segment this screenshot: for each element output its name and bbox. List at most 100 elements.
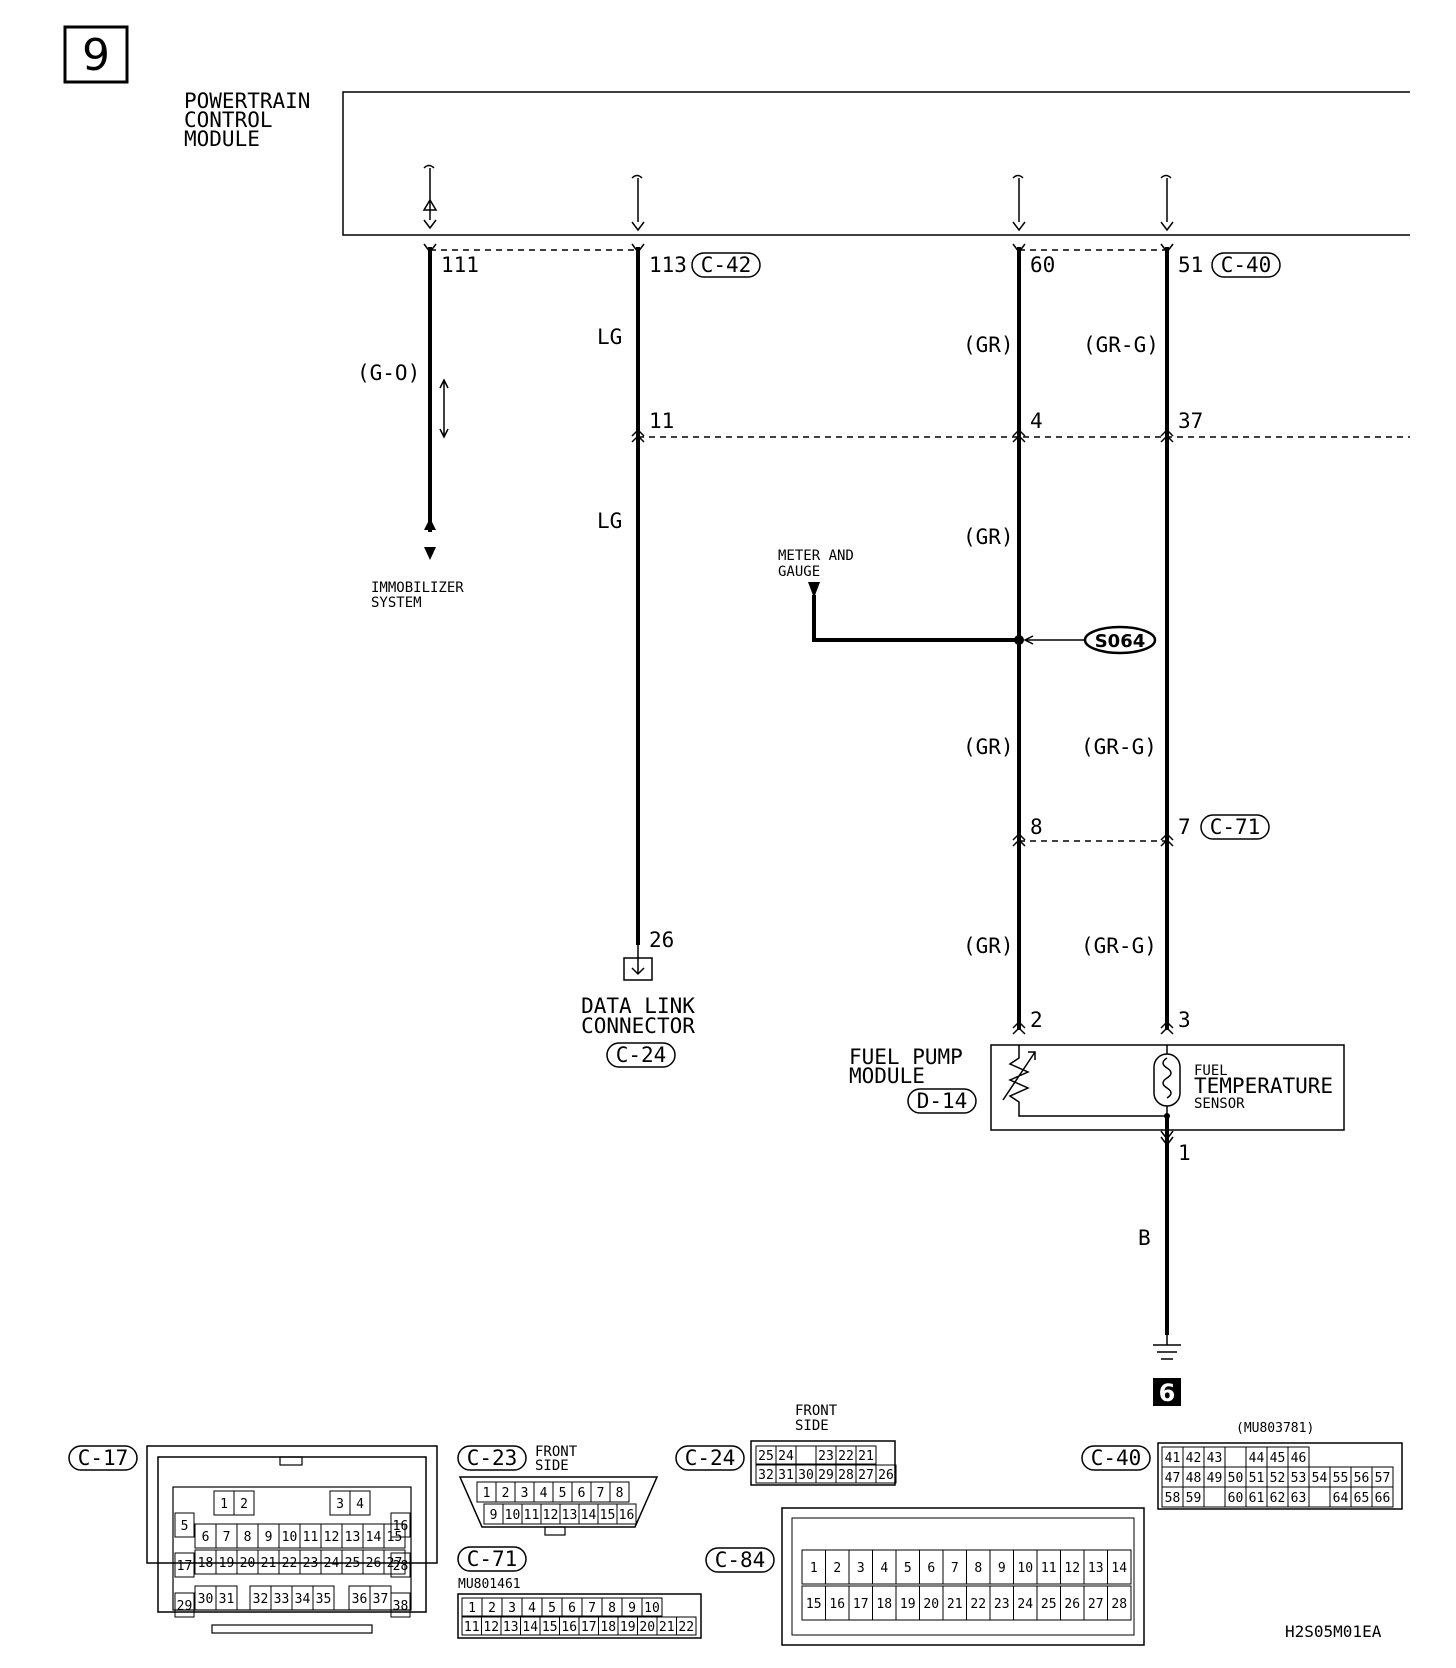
footer-code: H2S05M01EA xyxy=(1285,1622,1382,1641)
c17-pin-18: 18 xyxy=(198,1556,214,1571)
c17-cell xyxy=(390,1592,411,1618)
c84-pin-1: 1 xyxy=(810,1561,818,1576)
ground-number: 6 xyxy=(1159,1379,1176,1407)
c17-cell xyxy=(233,1490,255,1516)
c17-pin-32: 32 xyxy=(253,1592,269,1607)
c24-connector-face xyxy=(750,1440,896,1486)
wire-color-lg-bottom: LG xyxy=(597,509,622,533)
c17-pin-5: 5 xyxy=(181,1519,189,1534)
c17-pin-19: 19 xyxy=(219,1556,235,1571)
c17-pin-13: 13 xyxy=(345,1530,361,1545)
c84-pin-12: 12 xyxy=(1064,1561,1080,1576)
c40-pin-45: 45 xyxy=(1270,1451,1286,1466)
c23-front-side-1: FRONT xyxy=(535,1444,578,1460)
c40-pin-64: 64 xyxy=(1333,1491,1349,1506)
c24-pin-28: 28 xyxy=(838,1468,854,1483)
c24-pin-27: 27 xyxy=(858,1468,874,1483)
c17-pin-23: 23 xyxy=(303,1556,319,1571)
pin-11: 11 xyxy=(649,409,674,433)
c84-label: C-84 xyxy=(715,1548,766,1572)
c24-front-side-1: FRONT xyxy=(795,1403,838,1419)
module-title-line3: MODULE xyxy=(184,127,260,151)
c17-pin-36: 36 xyxy=(352,1592,368,1607)
wire-color-b: B xyxy=(1138,1226,1151,1250)
c17-pin-37: 37 xyxy=(373,1592,389,1607)
c40-pin-58: 58 xyxy=(1165,1491,1181,1506)
c71-pin-7: 7 xyxy=(588,1601,596,1616)
c84-cell xyxy=(1107,1585,1132,1621)
wire-color-gr-4: (GR) xyxy=(963,934,1014,958)
c24-pin-25: 25 xyxy=(758,1449,774,1464)
pin-51: 51 xyxy=(1178,253,1203,277)
dlc-label-2: CONNECTOR xyxy=(581,1014,695,1038)
immobilizer-label-2: SYSTEM xyxy=(371,595,422,611)
c71-pin-8: 8 xyxy=(608,1601,616,1616)
c40-pin-61: 61 xyxy=(1249,1491,1265,1506)
c40-cell xyxy=(1203,1486,1226,1508)
c17-pin-12: 12 xyxy=(324,1530,340,1545)
c84-pin-24: 24 xyxy=(1017,1597,1033,1612)
c40-small-label: C-40 xyxy=(1091,1446,1142,1470)
c71-cell xyxy=(641,1597,663,1617)
c17-pin-9: 9 xyxy=(265,1530,273,1545)
c17-pin-20: 20 xyxy=(240,1556,256,1571)
c40-pin-44: 44 xyxy=(1249,1451,1265,1466)
c23-cell xyxy=(609,1481,630,1503)
c17-pin-8: 8 xyxy=(244,1530,252,1545)
dlc-label-1: DATA LINK xyxy=(581,994,695,1018)
c24-small-label: C-24 xyxy=(685,1446,736,1470)
c71-pin-2: 2 xyxy=(488,1601,496,1616)
pin-3: 3 xyxy=(1178,1008,1191,1032)
immobilizer-label-1: IMMOBILIZER xyxy=(371,580,464,596)
c84-pin-25: 25 xyxy=(1041,1597,1057,1612)
c71-connector-face xyxy=(457,1593,702,1639)
c84-pin-15: 15 xyxy=(806,1597,822,1612)
c17-pin-38: 38 xyxy=(393,1599,409,1614)
c40-pin-55: 55 xyxy=(1333,1471,1349,1486)
c40-cell xyxy=(1224,1446,1247,1468)
c40-pin-46: 46 xyxy=(1291,1451,1307,1466)
c40-pin-53: 53 xyxy=(1291,1471,1307,1486)
wire-color-g-o: (G-O) xyxy=(357,361,420,385)
c24-pin-29: 29 xyxy=(818,1468,834,1483)
c23-pin-2: 2 xyxy=(502,1486,510,1501)
c24-pin-26: 26 xyxy=(878,1468,894,1483)
pin-113: 113 xyxy=(649,253,687,277)
c17-cell xyxy=(383,1549,406,1575)
d14-label: D-14 xyxy=(917,1089,968,1113)
fuel-pump-label-1: FUEL PUMP xyxy=(849,1045,963,1069)
pin-26: 26 xyxy=(649,928,674,952)
pin-1: 1 xyxy=(1178,1141,1191,1165)
c40-pin-51: 51 xyxy=(1249,1471,1265,1486)
meter-label-2: GAUGE xyxy=(778,564,820,580)
c71-pin-12: 12 xyxy=(483,1620,499,1635)
c71-pin-22: 22 xyxy=(678,1620,694,1635)
c84-pin-2: 2 xyxy=(833,1561,841,1576)
c23-connector-face xyxy=(458,1476,659,1528)
c17-pin-30: 30 xyxy=(198,1592,214,1607)
pin-4: 4 xyxy=(1030,409,1043,433)
c23-pin-10: 10 xyxy=(505,1508,521,1523)
c24-front-side-2: SIDE xyxy=(795,1418,829,1434)
c71-pin-1: 1 xyxy=(468,1601,476,1616)
c84-pin-3: 3 xyxy=(857,1561,865,1576)
c17-pin-1: 1 xyxy=(220,1497,228,1512)
c17-cell xyxy=(383,1523,406,1549)
c84-pin-20: 20 xyxy=(923,1597,939,1612)
c40-part-number: (MU803781) xyxy=(1236,1421,1314,1436)
dlc-terminal-arrow xyxy=(631,945,645,976)
c24-cell xyxy=(855,1445,877,1465)
c40-pin-63: 63 xyxy=(1291,1491,1307,1506)
c17-pin-10: 10 xyxy=(282,1530,298,1545)
c23-pin-16: 16 xyxy=(619,1508,635,1523)
c84-pin-8: 8 xyxy=(974,1561,982,1576)
c40-pin-57: 57 xyxy=(1375,1471,1391,1486)
c23-latch xyxy=(544,1526,566,1536)
c84-pin-14: 14 xyxy=(1111,1561,1127,1576)
c23-cell xyxy=(616,1503,637,1525)
c71-pin-14: 14 xyxy=(522,1620,538,1635)
c84-pin-27: 27 xyxy=(1088,1597,1104,1612)
c23-pin-5: 5 xyxy=(559,1486,567,1501)
fuel-level-sender-icon xyxy=(1002,1045,1167,1117)
c84-pin-13: 13 xyxy=(1088,1561,1104,1576)
